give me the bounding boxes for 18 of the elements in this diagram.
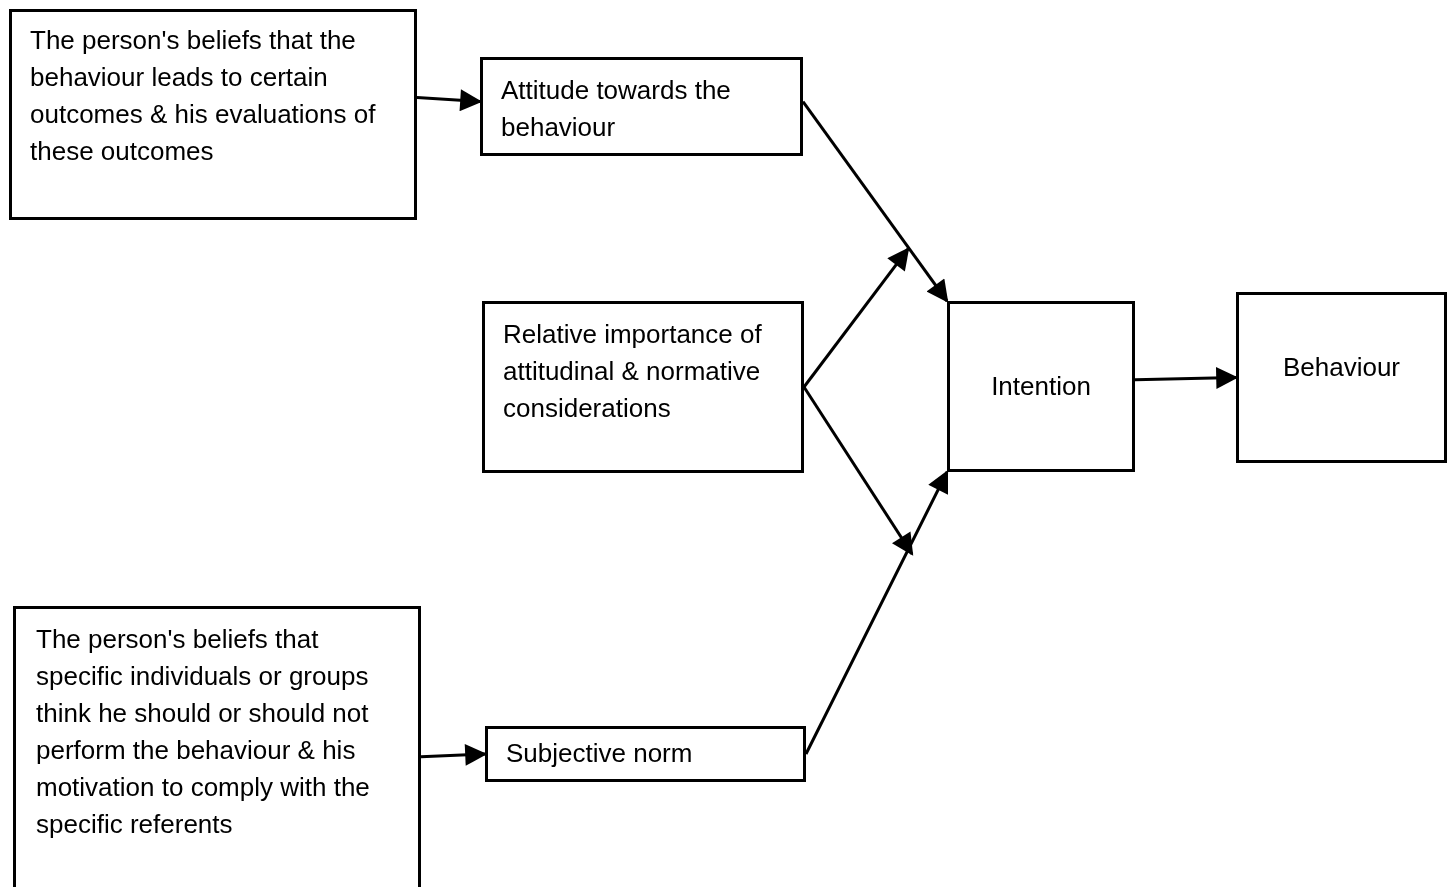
- box-text: The person's beliefs that specific individuals or groups think he should or should not perform the behaviour & his motivation to comply with the specific referents: [36, 623, 371, 841]
- process-box: [947, 301, 1135, 472]
- process-box: [13, 606, 421, 887]
- box-text: Behaviour: [1282, 351, 1401, 384]
- box-text: Intention: [991, 370, 1091, 403]
- process-box: [9, 9, 417, 220]
- process-box: [482, 301, 804, 473]
- box-text: Subjective norm: [506, 737, 693, 770]
- arrow: [804, 470, 949, 755]
- process-box: [1236, 292, 1447, 463]
- arrow: [801, 100, 949, 303]
- arrow: [802, 247, 910, 388]
- box-text: Attitude towards the behaviour: [501, 74, 732, 144]
- box-text: The person's beliefs that the behaviour leads to certain outcomes & his evaluations of these outcomes: [30, 24, 377, 168]
- arrow: [802, 386, 914, 556]
- box-text: Relative importance of attitudinal & normative considerations: [503, 318, 763, 425]
- process-box: [485, 726, 806, 782]
- process-box: [480, 57, 803, 156]
